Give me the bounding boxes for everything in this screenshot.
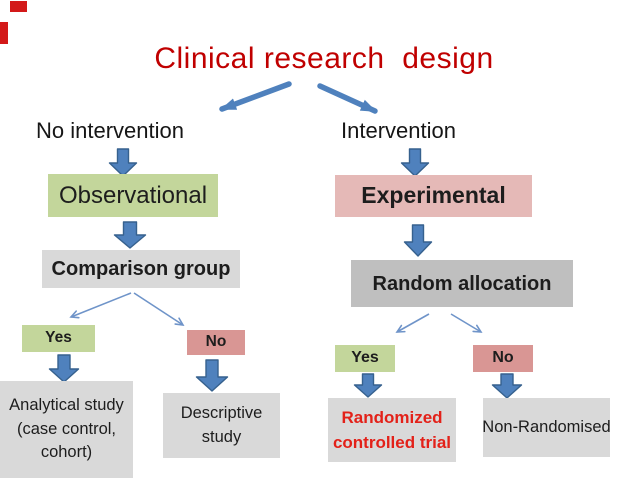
node-yes-right: Yes	[335, 345, 395, 372]
page-title: Clinical research design	[154, 42, 494, 75]
arrow-title-to-intervention	[317, 83, 378, 114]
arrow-yes-to-analytical	[48, 354, 80, 383]
node-comparison-group: Comparison group	[42, 250, 240, 288]
node-random-allocation: Random allocation	[351, 260, 573, 307]
corner-decoration-left	[0, 22, 8, 44]
arrow-comparison-to-yes	[69, 292, 132, 319]
node-no-right: No	[473, 345, 533, 372]
arrow-no-to-descriptive	[195, 359, 229, 392]
arrow-experimental-to-random	[403, 224, 433, 257]
label-intervention: Intervention	[341, 118, 456, 143]
arrow-observational-to-comparison	[113, 221, 147, 249]
label-no-intervention: No intervention	[36, 118, 184, 143]
arrow-title-to-no-intervention	[219, 81, 292, 112]
node-no-left: No	[187, 330, 245, 355]
node-descriptive-study: Descriptive study	[163, 393, 280, 458]
corner-decoration-top	[10, 1, 27, 12]
node-analytical-study: Analytical study (case control, cohort)	[0, 381, 133, 478]
node-non-randomised: Non-Randomised	[482, 398, 611, 457]
node-randomized-controlled-trial: Randomized controlled trial	[328, 398, 456, 462]
arrow-random-to-no	[450, 313, 483, 333]
node-observational: Observational	[48, 174, 218, 217]
node-experimental: Experimental	[335, 175, 532, 217]
arrow-intervention-to-experimental	[400, 148, 430, 177]
arrow-yes-to-rct	[353, 373, 383, 398]
arrow-random-to-yes	[395, 313, 430, 333]
arrow-no-intervention-to-observational	[108, 148, 138, 177]
node-yes-left: Yes	[22, 325, 95, 352]
arrow-no-to-non-randomised	[491, 373, 523, 399]
arrow-comparison-to-no	[133, 292, 185, 326]
